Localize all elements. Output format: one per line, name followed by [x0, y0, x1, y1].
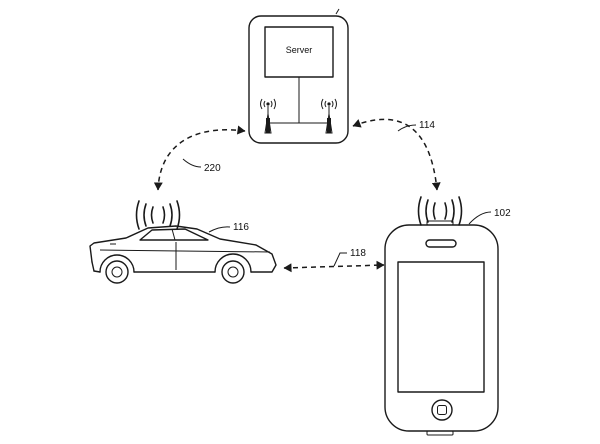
- phone-screen: [397, 261, 485, 393]
- server-unit: Server: [248, 8, 349, 144]
- car-signal-icon: [135, 200, 181, 230]
- server-housing: [248, 15, 349, 144]
- server-label: Server: [286, 45, 313, 55]
- ref-leader-114: [397, 124, 417, 132]
- server-connector: [268, 77, 330, 124]
- phone: [384, 196, 499, 436]
- server-housing-tick: [335, 8, 340, 15]
- phone-top-edge: [426, 220, 454, 226]
- ref-label-102: 102: [494, 208, 511, 219]
- antenna-right-icon: [321, 98, 337, 134]
- phone-bottom-edge: [426, 430, 454, 436]
- car-wheel-rear: [221, 260, 245, 284]
- link-server-car: [153, 125, 246, 191]
- phone-earpiece: [425, 239, 457, 248]
- ref-label-114: 114: [419, 120, 435, 131]
- phone-signal-icon: [417, 196, 463, 226]
- car-wheel-front: [105, 260, 129, 284]
- ref-leader-102: [468, 211, 492, 225]
- car: [89, 200, 277, 284]
- ref-leader-116: [208, 226, 231, 233]
- ref-label-118: 118: [350, 248, 366, 259]
- car-body: [89, 225, 277, 273]
- ref-leader-220: [182, 158, 202, 168]
- ref-label-116: 116: [233, 222, 249, 233]
- ref-label-220: 220: [204, 163, 221, 174]
- ref-leader-118: [333, 252, 347, 267]
- antenna-left-icon: [260, 98, 276, 134]
- home-button-icon: [431, 399, 453, 421]
- link-car-phone: [283, 260, 385, 273]
